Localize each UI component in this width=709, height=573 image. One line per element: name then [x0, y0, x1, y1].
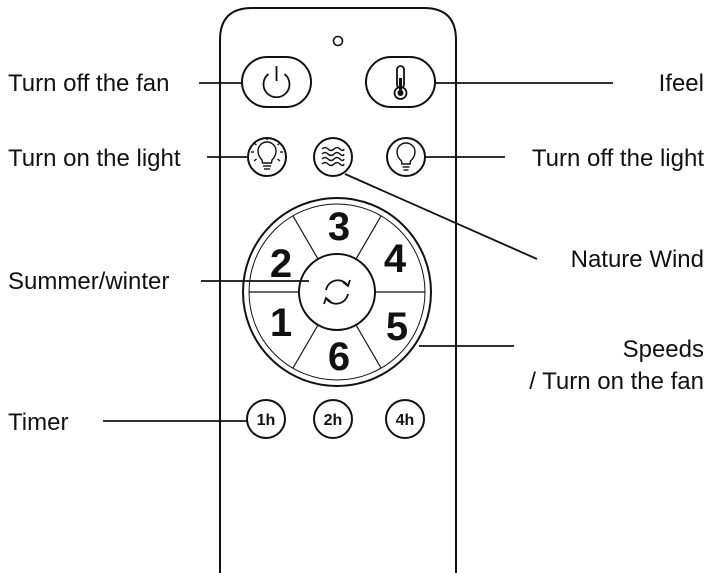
timer-4h-label: 4h	[396, 412, 415, 429]
power-button[interactable]	[241, 56, 312, 108]
speed-2-button[interactable]: 2	[270, 242, 292, 286]
label-turn-off-fan: Turn off the fan	[8, 70, 169, 97]
reverse-arrows-icon	[323, 279, 351, 305]
leader-nature-wind	[344, 173, 538, 260]
wind-waves-icon	[321, 146, 345, 167]
label-timer: Timer	[8, 409, 68, 436]
leader-lines	[103, 82, 613, 422]
remote-body	[219, 7, 457, 573]
label-turn-on-fan: / Turn on the fan	[529, 368, 704, 395]
light-bulb-off-icon	[396, 142, 416, 171]
speed-1-button[interactable]: 1	[270, 301, 292, 345]
timer-2h-button[interactable]: 2h	[313, 399, 353, 439]
label-nature-wind: Nature Wind	[571, 246, 704, 273]
timer-1h-label: 1h	[257, 412, 276, 429]
light-bulb-on-icon	[251, 137, 283, 170]
speed-dial-dividers	[249, 215, 425, 369]
summer-winter-button[interactable]	[298, 253, 376, 331]
light-off-button[interactable]	[386, 137, 426, 177]
nature-wind-button[interactable]	[313, 137, 353, 177]
ifeel-button[interactable]	[365, 56, 436, 108]
speed-4-button[interactable]: 4	[384, 237, 407, 281]
indicator-led-icon	[332, 35, 344, 47]
label-turn-on-light: Turn on the light	[8, 145, 181, 172]
label-speeds: Speeds	[623, 336, 704, 363]
label-turn-off-light: Turn off the light	[532, 145, 704, 172]
timer-2h-label: 2h	[324, 412, 343, 429]
speed-6-button[interactable]: 6	[328, 335, 350, 379]
light-on-button[interactable]	[247, 137, 287, 177]
speed-5-button[interactable]: 5	[386, 305, 408, 349]
thermometer-icon	[393, 65, 408, 100]
timer-1h-button[interactable]: 1h	[246, 399, 286, 439]
speed-3-button[interactable]: 3	[328, 205, 350, 249]
label-ifeel: Ifeel	[659, 70, 704, 97]
label-summer-winter: Summer/winter	[8, 268, 169, 295]
timer-4h-button[interactable]: 4h	[385, 399, 425, 439]
power-icon	[262, 66, 291, 99]
